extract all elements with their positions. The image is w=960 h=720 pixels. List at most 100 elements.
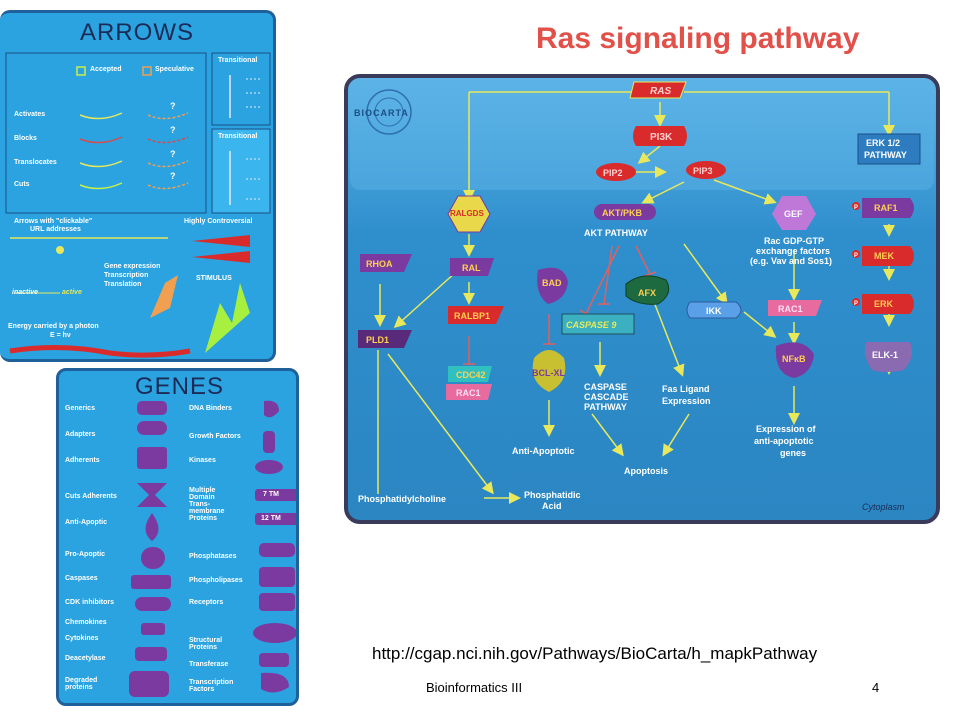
genes-item-structural-proteins: Structural Proteins xyxy=(189,637,223,651)
legend-stimulus: STIMULUS xyxy=(196,275,232,282)
svg-text:RHOA: RHOA xyxy=(366,259,393,269)
genes-item-multiple-domain: Multiple Domain Trans-membrane Proteins xyxy=(189,487,225,522)
node-caspase9[interactable]: CASPASE 9 xyxy=(561,313,635,335)
genes-tm7: 7 TM xyxy=(263,491,279,498)
legend-energy-eq: E = hν xyxy=(50,332,71,339)
svg-text:ELK-1: ELK-1 xyxy=(872,350,898,360)
genes-item-chemokines: Chemokines xyxy=(65,619,107,626)
node-cdc42[interactable]: CDC42 xyxy=(448,366,492,382)
rac-gdp-label-2: exchange factors xyxy=(756,246,830,256)
phosphatidic-label-1: Phosphatidic xyxy=(524,490,581,500)
legend-transitional-2: Transitional xyxy=(218,133,258,140)
legend-gene-expression: Gene expression xyxy=(104,263,161,270)
genes-item-cdk-inhibitors: CDK inhibitors xyxy=(65,599,114,606)
svg-text:RALGDS: RALGDS xyxy=(450,209,484,218)
node-bclxl[interactable]: BCL-XL xyxy=(532,350,565,392)
node-ral[interactable]: RAL xyxy=(450,258,494,276)
node-pip2[interactable]: PIP2 xyxy=(596,163,636,181)
phosphatidic-label-2: Acid xyxy=(542,501,562,511)
node-pip3[interactable]: PIP3 xyxy=(686,161,726,179)
genes-legend-title: GENES xyxy=(135,373,225,400)
arrows-legend-panel: ARROWS Accepted Speculative Activates Bl… xyxy=(0,10,276,362)
node-ras[interactable]: RAS xyxy=(629,81,687,99)
genes-item-dna-binders: DNA Binders xyxy=(189,405,232,412)
slide-title: Ras signaling pathway xyxy=(536,22,860,55)
svg-text:IKK: IKK xyxy=(706,306,722,316)
node-elk1[interactable]: ELK-1 xyxy=(864,342,912,372)
node-bad[interactable]: BAD xyxy=(537,267,568,304)
svg-text:MEK: MEK xyxy=(874,251,895,261)
node-raf1[interactable]: P RAF1 xyxy=(852,198,914,218)
node-pi3k[interactable]: PI3K xyxy=(633,126,687,146)
genes-item-caspases: Caspases xyxy=(65,575,98,582)
ras-pathway-diagram: BIOCARTA xyxy=(344,74,940,524)
biocarta-logo: BIOCARTA xyxy=(354,89,412,135)
source-url[interactable]: http://cgap.nci.nih.gov/Pathways/BioCart… xyxy=(372,644,818,663)
legend-clickable-2: URL addresses xyxy=(30,226,81,233)
node-mek[interactable]: P MEK xyxy=(852,246,914,266)
caspase-cascade-label-3: PATHWAY xyxy=(584,402,627,412)
node-pld1[interactable]: PLD1 xyxy=(358,330,412,348)
genes-item-transferase: Transferase xyxy=(189,661,229,668)
genes-legend-shapes xyxy=(129,400,296,697)
legend-question-4: ? xyxy=(170,171,176,181)
expression-label-1: Expression of xyxy=(756,424,817,434)
genes-item-adherents: Adherents xyxy=(65,457,100,464)
node-afx[interactable]: AFX xyxy=(625,275,670,305)
svg-text:PI3K: PI3K xyxy=(650,132,673,143)
node-gef[interactable]: GEF xyxy=(772,196,816,230)
genes-item-generics: Generics xyxy=(65,405,95,412)
node-aktpkb[interactable]: AKT/PKB xyxy=(594,204,656,220)
node-erk-pathway[interactable]: ERK 1/2 PATHWAY xyxy=(857,133,921,165)
legend-inactive: inactive xyxy=(12,289,39,296)
node-rac1-a[interactable]: RAC1 xyxy=(768,300,822,316)
genes-item-degraded-proteins: Degraded proteins xyxy=(65,677,98,691)
footer-page-number: 4 xyxy=(872,680,880,695)
rac-gdp-label-1: Rac GDP-GTP xyxy=(764,236,824,246)
genes-tm12: 12 TM xyxy=(261,515,281,522)
node-ralgds[interactable]: RALGDS xyxy=(447,195,491,233)
genes-item-growth-factors: Growth Factors xyxy=(189,433,241,440)
pathway-edges xyxy=(374,91,895,504)
svg-text:PLD1: PLD1 xyxy=(366,335,389,345)
svg-text:CDC42: CDC42 xyxy=(456,370,486,380)
svg-text:PIP3: PIP3 xyxy=(693,166,713,176)
legend-translation: Translation xyxy=(104,281,142,288)
svg-text:RAC1: RAC1 xyxy=(778,304,803,314)
svg-text:P: P xyxy=(854,301,858,307)
inhibition-edges xyxy=(463,245,657,365)
legend-row-cuts: Cuts xyxy=(14,181,30,188)
genes-item-adapters: Adapters xyxy=(65,431,96,438)
node-ralbp1[interactable]: RALBP1 xyxy=(448,306,504,324)
cytoplasm-label: Cytoplasm xyxy=(862,502,905,512)
caspase-cascade-label-1: CASPASE xyxy=(584,382,627,392)
legend-clickable: Arrows with "clickable" xyxy=(14,218,93,225)
svg-text:RAL: RAL xyxy=(462,263,481,273)
legend-transitional-1: Transitional xyxy=(218,57,258,64)
svg-text:BCL-XL: BCL-XL xyxy=(532,368,565,378)
node-ikk[interactable]: IKK xyxy=(686,301,742,319)
legend-row-activates: Activates xyxy=(14,111,46,118)
node-erk[interactable]: P ERK xyxy=(852,294,914,314)
svg-text:P: P xyxy=(854,253,858,259)
legend-transcription: Transcription xyxy=(104,272,149,279)
node-rhoa[interactable]: RHOA xyxy=(360,254,412,272)
svg-text:AKT/PKB: AKT/PKB xyxy=(602,208,642,218)
apoptosis-label: Apoptosis xyxy=(624,466,668,476)
genes-item-cuts-adherents: Cuts Adherents xyxy=(65,493,117,500)
genes-item-phospholipases: Phospholipases xyxy=(189,577,243,584)
svg-text:ERK: ERK xyxy=(874,299,894,309)
genes-item-deacetylase: Deacetylase xyxy=(65,655,106,662)
genes-item-receptors: Receptors xyxy=(189,599,224,606)
svg-text:RAC1: RAC1 xyxy=(456,388,481,398)
genes-item-cytokines: Cytokines xyxy=(65,635,99,642)
node-rac1-b[interactable]: RAC1 xyxy=(446,384,492,400)
arrows-legend-graphics xyxy=(5,52,271,358)
node-nfkb[interactable]: NFκB xyxy=(775,342,814,378)
genes-item-transcription-factors: Transcription Factors xyxy=(189,679,234,693)
svg-text:NFκB: NFκB xyxy=(782,354,806,364)
svg-text:RAF1: RAF1 xyxy=(874,203,898,213)
genes-item-pro-apoptic: Pro-Apoptic xyxy=(65,551,106,558)
svg-text:PIP2: PIP2 xyxy=(603,168,623,178)
svg-text:CASPASE 9: CASPASE 9 xyxy=(566,320,616,330)
